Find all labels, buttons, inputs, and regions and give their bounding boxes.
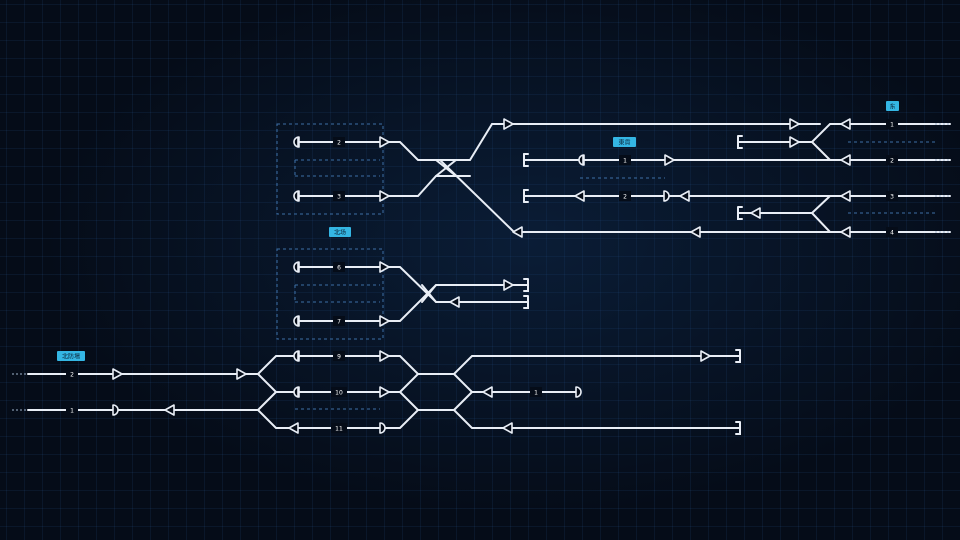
- signal-left-icon[interactable]: [574, 190, 585, 202]
- signal-left-icon[interactable]: [449, 296, 460, 308]
- track-label: 3: [890, 194, 894, 201]
- signal-stop-icon[interactable]: [293, 261, 300, 273]
- track-segment[interactable]: [27, 355, 741, 375]
- signal-left-icon[interactable]: [690, 226, 701, 238]
- buffer-stop: [737, 135, 743, 149]
- signal-right-icon[interactable]: [379, 190, 390, 202]
- signal-left-icon[interactable]: [840, 154, 851, 166]
- track-label: 1: [70, 408, 74, 415]
- track-label: 2: [890, 158, 894, 165]
- signal-right-icon[interactable]: [503, 279, 514, 291]
- track-label: 1: [623, 158, 627, 165]
- buffer-stop: [523, 278, 529, 292]
- signal-right-icon[interactable]: [664, 154, 675, 166]
- signal-right-icon[interactable]: [236, 368, 247, 380]
- signal-right-icon[interactable]: [789, 136, 800, 148]
- track-segment[interactable]: [453, 373, 581, 393]
- middle-group: [294, 266, 529, 322]
- signal-right-icon[interactable]: [379, 386, 390, 398]
- signal-stop-icon[interactable]: [575, 386, 582, 398]
- lower-group: [12, 349, 741, 435]
- track-segment[interactable]: [257, 391, 277, 411]
- track-label: 1: [534, 390, 538, 397]
- signal-left-icon[interactable]: [840, 190, 851, 202]
- crossover[interactable]: [435, 159, 457, 177]
- area-tag-label: 東貨: [618, 139, 630, 147]
- track-labels: 2 3 6 7 9 10 11 1 2 1 1 2 1 2 3 4: [66, 119, 898, 433]
- track-label: 6: [337, 265, 341, 272]
- signal-stop-icon[interactable]: [112, 404, 119, 416]
- track-segment[interactable]: [294, 284, 529, 322]
- signal-stop-icon[interactable]: [379, 422, 386, 434]
- signal-right-icon[interactable]: [700, 350, 711, 362]
- track-label: 2: [337, 140, 341, 147]
- buffer-stop: [523, 295, 529, 309]
- signal-right-icon[interactable]: [379, 136, 390, 148]
- siding-box-upper: [276, 123, 384, 215]
- track-segment[interactable]: [737, 123, 951, 143]
- track-segment[interactable]: [27, 409, 741, 429]
- track-segment[interactable]: [294, 175, 471, 197]
- track-label: 4: [890, 230, 894, 237]
- upper-group: [294, 123, 831, 233]
- signal-right-icon[interactable]: [379, 261, 390, 273]
- track-label: 10: [335, 390, 343, 397]
- signal-stop-icon[interactable]: [293, 190, 300, 202]
- signal-left-icon[interactable]: [502, 422, 513, 434]
- area-tag-label: 北防場: [62, 353, 80, 361]
- buffer-stop: [735, 421, 741, 435]
- track-label: 7: [337, 319, 341, 326]
- track-segment[interactable]: [453, 391, 473, 411]
- signal-left-icon[interactable]: [288, 422, 299, 434]
- track-segment[interactable]: [399, 373, 419, 393]
- signal-left-icon[interactable]: [164, 404, 175, 416]
- track-label: 1: [890, 122, 894, 129]
- signal-stop-icon[interactable]: [293, 350, 300, 362]
- track-label: 2: [623, 194, 627, 201]
- track-label: 11: [335, 426, 343, 433]
- signal-left-icon[interactable]: [679, 190, 690, 202]
- signal-left-icon[interactable]: [840, 118, 851, 130]
- siding-box-middle: [276, 248, 384, 340]
- track-segment[interactable]: [811, 141, 831, 161]
- signal-stop-icon[interactable]: [663, 190, 670, 202]
- area-tags: 东 東貨 北场 北防場: [57, 101, 899, 361]
- area-tag-label: 东: [889, 103, 895, 111]
- right-throat: [737, 123, 951, 233]
- signal-right-icon[interactable]: [379, 315, 390, 327]
- track-segment[interactable]: [294, 266, 529, 303]
- signal-stop-icon[interactable]: [293, 386, 300, 398]
- area-tag: [886, 101, 899, 111]
- signal-right-icon[interactable]: [379, 350, 390, 362]
- area-tag: [613, 137, 636, 147]
- signal-left-icon[interactable]: [840, 226, 851, 238]
- signal-right-icon[interactable]: [503, 118, 514, 130]
- signal-left-icon[interactable]: [750, 207, 761, 219]
- signal-right-icon[interactable]: [789, 118, 800, 130]
- signal-stop-icon[interactable]: [293, 136, 300, 148]
- area-tag-label: 北场: [334, 229, 346, 237]
- signal-stop-icon[interactable]: [578, 154, 585, 166]
- buffer-stop: [737, 206, 743, 220]
- east-yard: [523, 153, 836, 203]
- track-segment[interactable]: [737, 195, 831, 214]
- track-label: 3: [337, 194, 341, 201]
- signal-left-icon[interactable]: [512, 226, 523, 238]
- crossover[interactable]: [421, 284, 437, 303]
- signal-right-icon[interactable]: [112, 368, 123, 380]
- area-tag: [57, 351, 85, 361]
- area-tag: [329, 227, 351, 237]
- track-label: 9: [337, 354, 341, 361]
- signal-left-icon[interactable]: [482, 386, 493, 398]
- signal-stop-icon[interactable]: [293, 315, 300, 327]
- track-segment[interactable]: [811, 212, 951, 233]
- buffer-stop: [735, 349, 741, 363]
- track-label: 2: [70, 372, 74, 379]
- buffer-stop: [523, 153, 529, 203]
